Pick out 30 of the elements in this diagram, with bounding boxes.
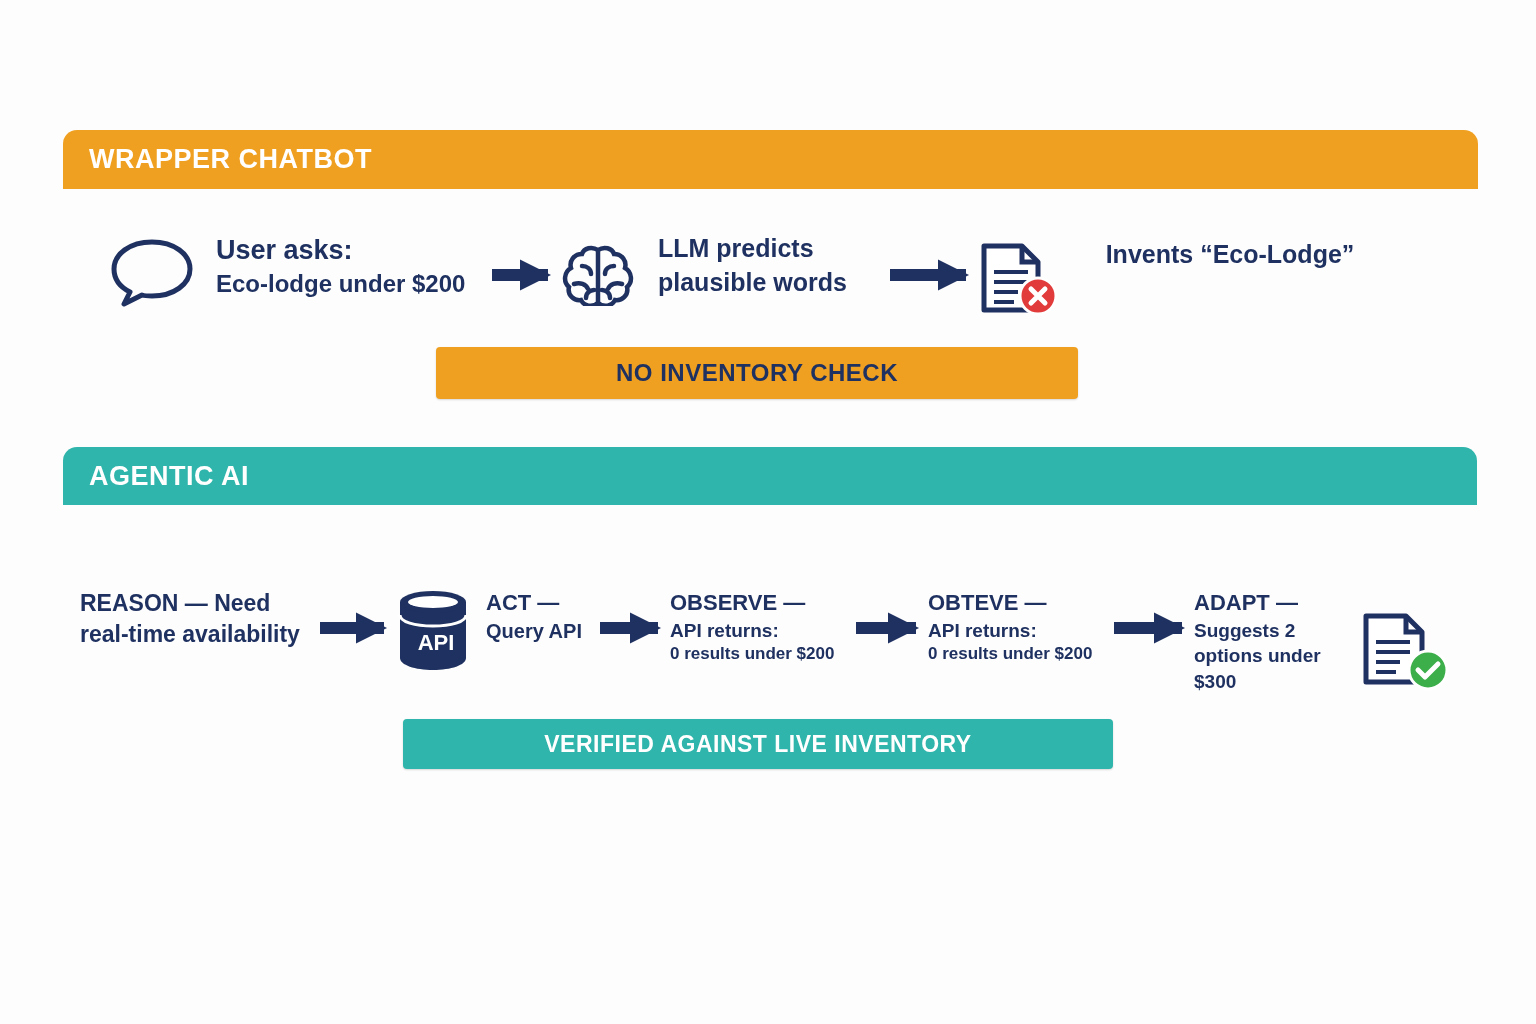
step-title: ADAPT — <box>1194 589 1299 617</box>
banner-bar <box>403 719 1113 769</box>
arrow <box>492 259 552 291</box>
step-title: LLM predicts plausible words <box>658 233 848 298</box>
section-title: AGENTIC AI <box>89 460 249 492</box>
step-text: API returns: <box>928 618 1038 643</box>
step-title: OBTEVE — <box>928 589 1048 617</box>
section-header <box>63 447 1477 505</box>
section-header <box>63 130 1478 189</box>
step-text: Suggests 2 options under $300 <box>1194 618 1322 694</box>
step-text: 0 results under $200 <box>928 643 1094 666</box>
banner-text: VERIFIED AGAINST LIVE INVENTORY <box>544 730 972 758</box>
step-text: API returns: <box>670 618 780 643</box>
arrow <box>890 259 970 291</box>
arrow <box>600 612 662 644</box>
section-title: WRAPPER CHATBOT <box>89 144 372 175</box>
arrow <box>1114 612 1186 644</box>
banner-bar <box>436 347 1078 399</box>
arrow <box>856 612 920 644</box>
step-text: Eco-lodge under $200 <box>216 269 467 300</box>
step-title: User asks: <box>216 234 354 267</box>
step-title: REASON — Need real-time availability <box>80 589 301 650</box>
step-text: 0 results under $200 <box>670 643 836 666</box>
step-title: ACT — <box>486 589 561 617</box>
banner-text: NO INVENTORY CHECK <box>616 359 898 387</box>
icon-label: API <box>416 630 456 656</box>
step-title: Invents “Eco-Lodge” <box>1104 239 1356 270</box>
step-title: OBSERVE — <box>670 589 807 617</box>
arrow <box>320 612 388 644</box>
step-text: Query API <box>486 618 583 644</box>
